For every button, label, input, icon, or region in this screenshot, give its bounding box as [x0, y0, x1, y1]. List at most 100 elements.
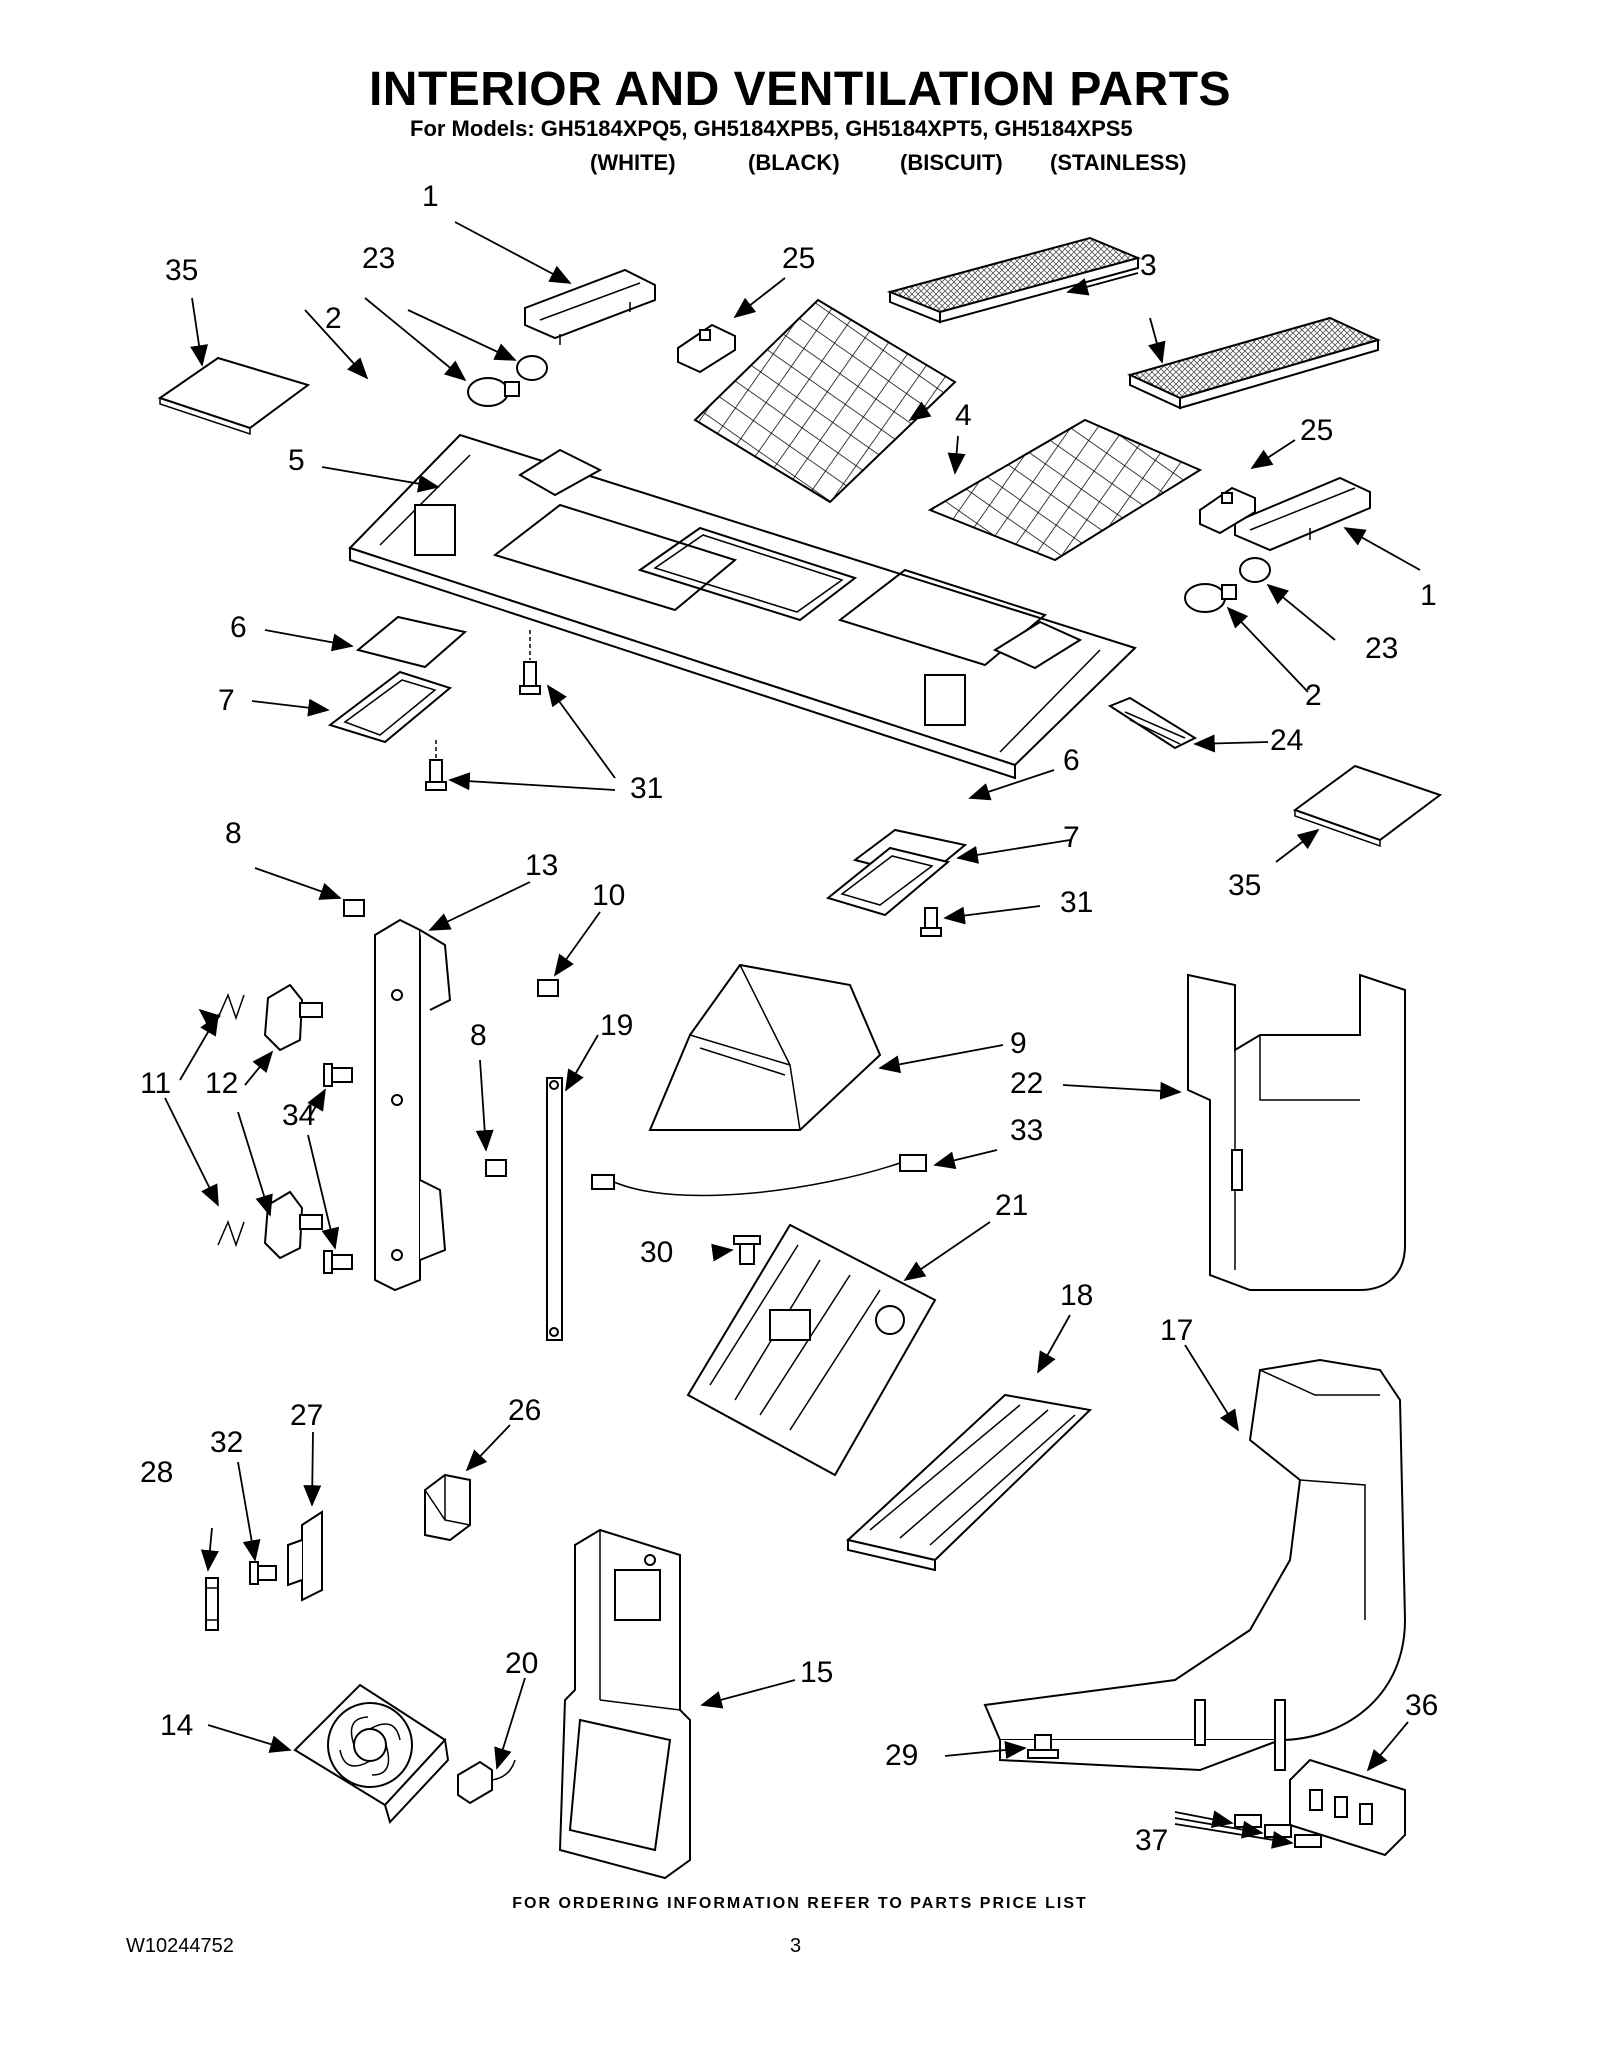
part-8-switch-a [343, 899, 365, 917]
part-35-pad-right [1292, 764, 1443, 842]
part-1-cover-left [524, 268, 656, 340]
part-32-screw [249, 1561, 277, 1585]
part-5-base-plate [348, 433, 1137, 780]
callout-24: 24 [1270, 724, 1303, 757]
part-12-cam-a [263, 983, 323, 1052]
callout-35-left: 35 [165, 254, 198, 287]
part-6-cover-a [355, 615, 468, 669]
part-7-housing-a [327, 670, 453, 744]
part-31-screw-b [425, 740, 447, 791]
callout-33: 33 [1010, 1114, 1043, 1147]
part-19-strip [546, 1077, 563, 1341]
part-37-fuse-b [1264, 1824, 1292, 1838]
callout-5: 5 [288, 444, 305, 477]
callout-15: 15 [800, 1656, 833, 1689]
callout-12: 12 [205, 1067, 238, 1100]
part-12-cam-b [263, 1190, 323, 1260]
callout-10: 10 [592, 879, 625, 912]
part-1-cover-right [1234, 476, 1371, 552]
callout-32: 32 [210, 1426, 243, 1459]
callout-25-right: 25 [1300, 414, 1333, 447]
part-25-socket-left [677, 323, 736, 374]
part-22-duct [1187, 973, 1406, 1291]
callout-35-right: 35 [1228, 869, 1261, 902]
part-15-control-housing [558, 1528, 691, 1880]
callout-17: 17 [1160, 1314, 1193, 1347]
callout-23-left: 23 [362, 242, 395, 275]
callout-1-right: 1 [1420, 579, 1437, 612]
part-27-bracket [287, 1510, 323, 1602]
part-17-side-duct [983, 1358, 1407, 1772]
part-4-grease-filter-a [693, 298, 957, 504]
callout-26: 26 [508, 1394, 541, 1427]
callout-19: 19 [600, 1009, 633, 1042]
document-id: W10244752 [126, 1935, 234, 1957]
part-23-lens-left [516, 355, 548, 381]
callout-18: 18 [1060, 1279, 1093, 1312]
callout-7-left: 7 [218, 684, 235, 717]
callout-4: 4 [955, 399, 972, 432]
leader-lines [164, 221, 1421, 1849]
part-11-spring-a [217, 992, 245, 1021]
callout-2-right: 2 [1305, 679, 1322, 712]
part-37-fuse-c [1294, 1834, 1322, 1848]
models-line: For Models: GH5184XPQ5, GH5184XPB5, GH51… [410, 116, 1133, 141]
callout-labels: 1 1 2 2 3 4 5 6 6 7 7 8 8 9 10 11 12 13 … [140, 180, 1438, 1857]
callout-1-top: 1 [422, 180, 439, 213]
part-2-bulb-right [1184, 583, 1237, 613]
part-2-bulb-left [467, 377, 520, 407]
callout-30: 30 [640, 1236, 673, 1269]
callout-2-left: 2 [325, 302, 342, 335]
part-9-air-guide [648, 963, 882, 1131]
part-13-latch-bracket [374, 918, 452, 1292]
callout-8-mid: 8 [470, 1019, 487, 1052]
callout-9: 9 [1010, 1027, 1027, 1060]
part-14-cooling-fan [293, 1683, 450, 1824]
callout-13: 13 [525, 849, 558, 882]
part-31-screw-c [920, 907, 942, 937]
callout-8-top: 8 [225, 817, 242, 850]
color-stainless: (STAINLESS) [1050, 150, 1187, 175]
part-4-grease-filter-b [927, 418, 1203, 562]
part-28-fuse [205, 1577, 219, 1631]
page-number: 3 [790, 1935, 802, 1957]
part-21-control-board [686, 1223, 937, 1477]
part-30-screw [733, 1235, 761, 1265]
color-white: (WHITE) [590, 150, 676, 175]
callout-7-right: 7 [1063, 821, 1080, 854]
part-34-screw-a [323, 1063, 353, 1087]
page-title: INTERIOR AND VENTILATION PARTS [368, 63, 1232, 116]
callout-6-left: 6 [230, 611, 247, 644]
callout-22: 22 [1010, 1067, 1043, 1100]
callout-11: 11 [140, 1067, 171, 1100]
callout-37: 37 [1135, 1824, 1168, 1857]
part-23-lens-right [1239, 557, 1271, 583]
callout-34: 34 [282, 1099, 315, 1132]
callout-28: 28 [140, 1456, 173, 1489]
part-20-connector [457, 1759, 516, 1805]
callout-21: 21 [995, 1189, 1028, 1222]
part-7-housing-b [825, 846, 951, 917]
color-black: (BLACK) [748, 150, 840, 175]
callout-23-right: 23 [1365, 632, 1398, 665]
part-8-switch-b [485, 1159, 507, 1177]
part-11-spring-b [217, 1219, 245, 1248]
callout-20: 20 [505, 1647, 538, 1680]
callout-27: 27 [290, 1399, 323, 1432]
part-33-wire-harness [591, 1154, 927, 1197]
callout-31-right: 31 [1060, 886, 1093, 919]
ordering-note: FOR ORDERING INFORMATION REFER TO PARTS … [512, 1895, 1088, 1912]
callout-3: 3 [1140, 249, 1157, 282]
callout-25-top: 25 [782, 242, 815, 275]
part-37-fuse-a [1234, 1814, 1262, 1828]
color-biscuit: (BISCUIT) [900, 150, 1003, 175]
callout-14: 14 [160, 1709, 193, 1742]
part-31-screw-a [519, 630, 541, 695]
callout-29: 29 [885, 1739, 918, 1772]
part-26-relay [424, 1473, 471, 1542]
part-29-clip [1027, 1734, 1059, 1759]
callout-36: 36 [1405, 1689, 1438, 1722]
callout-6-right: 6 [1063, 744, 1080, 777]
callout-31-left: 31 [630, 772, 663, 805]
